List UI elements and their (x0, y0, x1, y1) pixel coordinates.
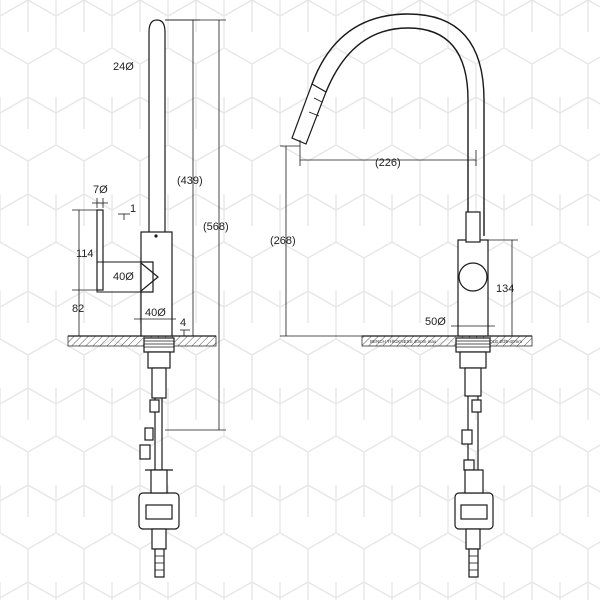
label-body-height-front: 134 (496, 283, 514, 295)
mounting-nut-side (143, 337, 175, 353)
spout-arc-inner (311, 13, 485, 236)
label-spout-diameter: 24Ø (113, 61, 134, 73)
bench-side (67, 335, 217, 347)
label-body-diameter-base: 40Ø (145, 307, 166, 319)
lever-handle-side (96, 209, 104, 291)
spout-arc-outer (325, 27, 469, 236)
label-lever-height: 114 (76, 248, 94, 260)
front-view: BENCH THICKNESS 40mm max HOLE Ø35-40mm (270, 13, 533, 578)
side-view: 24Ø 7Ø 1 40Ø 40Ø 114 82 4 (439) (568) (67, 19, 229, 578)
label-lever-diameter: 7Ø (93, 184, 108, 196)
label-base-thickness: 4 (180, 317, 186, 329)
label-body-diameter-side: 40Ø (113, 271, 134, 283)
label-overall-height: (568) (203, 221, 229, 233)
hole-size-note: HOLE Ø35-40mm (486, 339, 522, 344)
lever-handle-front (465, 211, 481, 243)
label-body-height: 82 (72, 303, 84, 315)
pull-out-spray-head (291, 83, 327, 145)
spout-tube-side (148, 19, 166, 232)
label-spout-reach: (226) (375, 157, 401, 169)
label-base-diameter: 50Ø (425, 316, 446, 328)
label-lever-offset: 1 (130, 203, 136, 215)
mounting-nut-front (455, 337, 491, 353)
lever-disc-front (458, 262, 488, 292)
label-spout-height: (439) (177, 175, 203, 187)
label-outlet-height: (268) (270, 235, 296, 247)
bench-thickness-note: BENCH THICKNESS 40mm max (370, 339, 437, 344)
